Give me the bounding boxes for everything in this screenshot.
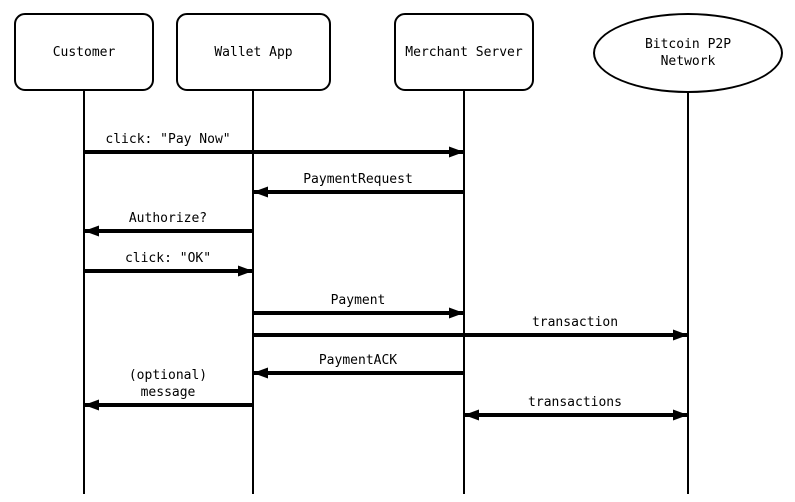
message-3-label: Authorize?	[128, 211, 208, 226]
arrowhead-icon	[449, 307, 464, 319]
actor-bitcoin-p2p-network: Bitcoin P2P Network	[593, 13, 783, 93]
message-9-arrow	[464, 409, 688, 421]
message-5-arrow	[253, 307, 464, 319]
message-5-label: Payment	[330, 293, 386, 308]
arrowhead-icon	[673, 409, 688, 421]
actor-wallet-app: Wallet App	[176, 13, 331, 91]
message-4-arrow	[84, 265, 253, 277]
message-1-label: click: "Pay Now"	[105, 132, 231, 147]
actor-bitcoin-p2p-network-label: Bitcoin P2P Network	[644, 37, 732, 69]
actor-merchant-server-label: Merchant Server	[405, 44, 523, 60]
message-6-label: transaction	[531, 315, 619, 330]
message-2-arrow	[253, 186, 464, 198]
arrowhead-icon	[464, 409, 479, 421]
arrowhead-icon	[84, 399, 99, 411]
message-9-label: transactions	[528, 395, 622, 410]
message-6-arrow	[253, 329, 688, 341]
arrowhead-icon	[84, 225, 99, 237]
arrowhead-icon	[238, 265, 253, 277]
message-1-arrow	[84, 146, 464, 158]
arrowhead-icon	[253, 186, 268, 198]
message-3-arrow	[84, 225, 253, 237]
message-8-label: (optional) message	[128, 368, 208, 400]
arrowhead-icon	[449, 146, 464, 158]
message-7-arrow	[253, 367, 464, 379]
message-2-label: PaymentRequest	[303, 172, 413, 187]
message-7-label: PaymentACK	[318, 353, 398, 368]
message-8-arrow	[84, 399, 253, 411]
actor-merchant-server: Merchant Server	[394, 13, 534, 91]
actor-customer: Customer	[14, 13, 154, 91]
arrowhead-icon	[673, 329, 688, 341]
message-4-label: click: "OK"	[124, 251, 212, 266]
actor-customer-label: Customer	[52, 44, 116, 60]
actor-wallet-app-label: Wallet App	[214, 44, 293, 60]
arrowhead-icon	[253, 367, 268, 379]
